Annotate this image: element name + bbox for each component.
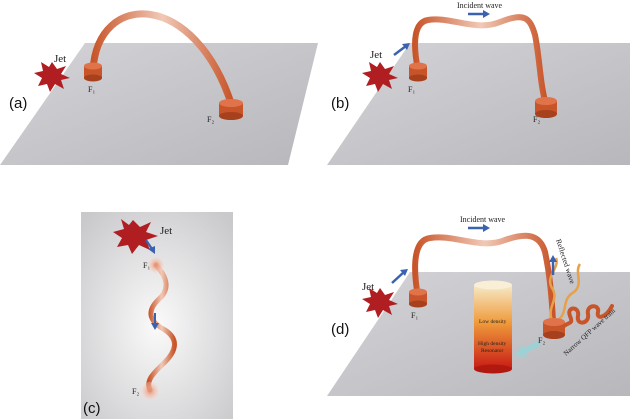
coronal-loop	[412, 232, 556, 325]
footpoint-f2	[535, 97, 557, 118]
panel-a-label: (a)	[9, 95, 27, 112]
footpoint-f1	[148, 257, 164, 273]
panel-b: Incident wave Jet F₁ F₂ (b)	[327, 1, 630, 165]
jet-arrow	[393, 43, 410, 56]
jet-burst	[362, 288, 398, 318]
footpoint-f1	[84, 62, 102, 82]
jet-burst	[34, 62, 70, 92]
panel-d-label: (d)	[331, 321, 349, 338]
jet-label: Jet	[54, 53, 66, 65]
f2-label: F₂	[533, 115, 540, 124]
jet-burst	[362, 62, 398, 92]
low-density-label: Low density	[479, 319, 507, 325]
jet-label: Jet	[362, 281, 374, 293]
footpoint-f1	[409, 62, 427, 82]
f1-label: F₁	[143, 261, 150, 270]
jet-arrow	[145, 239, 155, 254]
reflected-wave-arrow	[549, 255, 557, 275]
coronal-loop	[89, 10, 236, 110]
surface-plane	[0, 43, 318, 165]
incident-wave-arrow	[468, 10, 490, 18]
top-view-background	[81, 212, 233, 419]
incident-wave-arrow	[468, 224, 490, 232]
footpoint-f2	[141, 382, 159, 400]
reflected-wave-strand	[548, 257, 558, 323]
panel-b-label: (b)	[331, 95, 349, 112]
high-density-label: High density	[478, 341, 507, 347]
panel-c: Jet F₁ F₂ (c)	[81, 212, 233, 419]
coronal-loop	[412, 14, 549, 107]
footpoint-f2	[219, 99, 243, 120]
surface-plane	[327, 43, 630, 165]
narrow-qfp-wave-train	[558, 304, 614, 332]
jet-arrow	[391, 269, 408, 284]
wave-propagation-arrow	[151, 313, 159, 330]
f2-label: F₂	[538, 336, 545, 345]
jet-label: Jet	[370, 49, 382, 61]
panel-d: Low density High density Resonator	[327, 215, 630, 396]
f1-label: F₁	[411, 311, 418, 320]
resonator-pointer-arrow	[514, 340, 542, 357]
reflected-wave-strand	[555, 263, 582, 324]
panel-c-label: (c)	[83, 400, 101, 417]
jet-burst	[113, 219, 158, 254]
jet-label: Jet	[160, 225, 172, 237]
f1-label: F₁	[88, 85, 95, 94]
footpoint-f1	[409, 288, 427, 308]
resonator-label: Resonator	[481, 348, 503, 354]
incident-wave-label: Incident wave	[460, 215, 506, 224]
f1-label: F₁	[408, 85, 415, 94]
panel-a: Jet F₁ F₂ (a)	[0, 10, 318, 165]
resonator-cylinder	[474, 280, 512, 374]
f2-label: F₂	[132, 387, 139, 396]
f2-label: F₂	[207, 115, 214, 124]
coronal-loop-top-view	[146, 262, 177, 393]
incident-wave-label: Incident wave	[457, 1, 503, 10]
